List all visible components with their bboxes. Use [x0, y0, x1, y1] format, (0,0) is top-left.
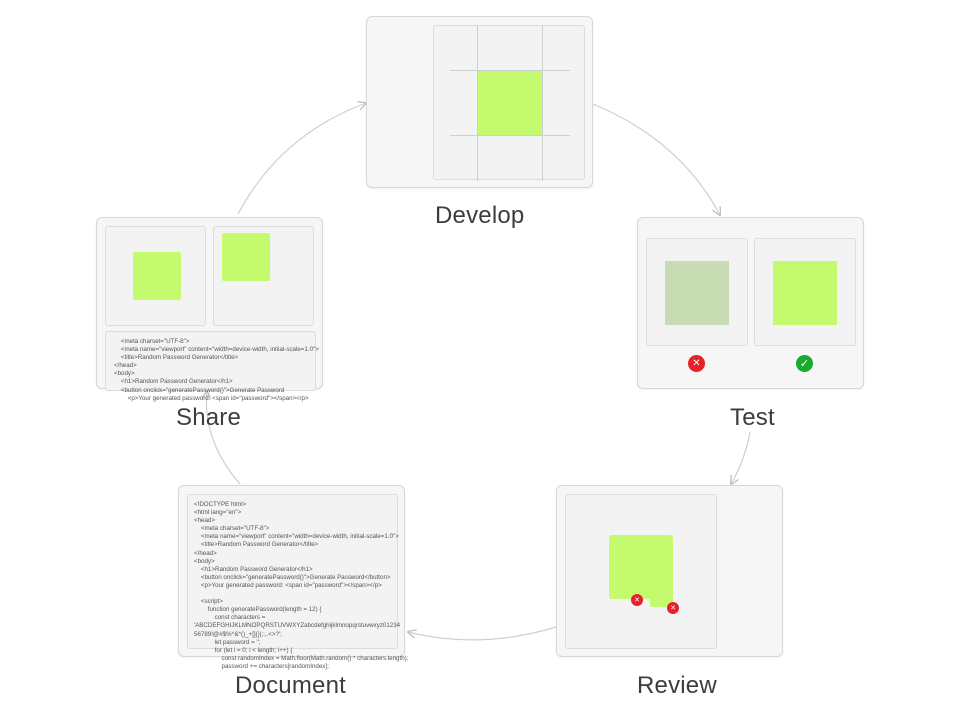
check-icon: ✓ — [796, 355, 813, 372]
stage-label-develop: Develop — [435, 202, 525, 229]
stage-label-review: Review — [637, 672, 717, 699]
guide-line — [450, 135, 570, 136]
test-panel-pass — [754, 238, 856, 346]
share-card: <meta charset="UTF-8"> <meta name="viewp… — [96, 217, 323, 402]
review-canvas: ✕ ✕ — [565, 494, 717, 649]
code-block: <meta charset="UTF-8"> <meta name="viewp… — [114, 338, 319, 402]
arrow-share-to-develop — [237, 103, 366, 215]
arrow-document-to-share — [206, 391, 241, 485]
guide-line — [450, 70, 570, 71]
guide-line — [477, 26, 478, 181]
arrow-review-to-document — [408, 626, 557, 641]
green-square — [478, 71, 542, 135]
code-block: <!DOCTYPE html> <html lang="en"> <head> … — [194, 501, 409, 670]
green-square — [222, 233, 270, 281]
test-card: ✕ ✓ — [637, 217, 864, 389]
green-square — [133, 252, 181, 300]
arrow-test-to-review — [731, 431, 751, 484]
share-preview-right — [213, 226, 314, 326]
share-code-panel: <meta charset="UTF-8"> <meta name="viewp… — [105, 331, 319, 402]
green-square — [773, 261, 837, 325]
stage-label-test: Test — [730, 404, 775, 431]
green-square-offset — [650, 591, 673, 607]
review-card: ✕ ✕ — [556, 485, 783, 657]
cross-icon: ✕ — [631, 594, 643, 606]
develop-card — [366, 16, 593, 188]
share-preview-left — [105, 226, 206, 326]
cross-icon: ✕ — [667, 602, 679, 614]
stage-label-share: Share — [176, 404, 242, 431]
guide-line — [542, 26, 543, 181]
stage-label-document: Document — [235, 672, 346, 699]
develop-canvas — [433, 25, 585, 181]
faded-green-square — [665, 261, 729, 325]
document-card: <!DOCTYPE html> <html lang="en"> <head> … — [178, 485, 408, 670]
code-panel: <!DOCTYPE html> <html lang="en"> <head> … — [187, 494, 408, 670]
cross-icon: ✕ — [688, 355, 705, 372]
green-square — [609, 535, 673, 599]
arrow-develop-to-test — [592, 103, 720, 215]
test-panel-fail — [646, 238, 748, 346]
